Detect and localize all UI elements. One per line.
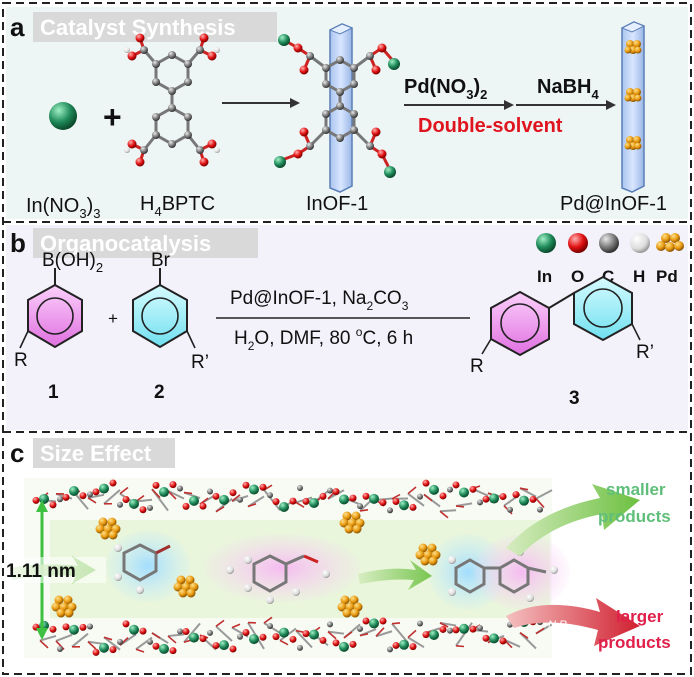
substrate2-r-prime-group: R’ [191, 352, 209, 373]
larger-products-arrow [506, 598, 640, 646]
in-atom-icon [49, 102, 77, 130]
boronic-acid-group: B(OH)2 [42, 250, 103, 275]
framework-walls [32, 479, 553, 656]
conditions-bottom: H2O, DMF, 80 oC, 6 h [234, 325, 413, 353]
aryl-bromide-structure [132, 268, 196, 349]
legend-h-atom-icon [630, 233, 650, 253]
transit-arrow [358, 560, 432, 590]
label-inof1: InOF-1 [306, 193, 368, 215]
panel-a-letter: a [10, 12, 25, 42]
label-h4bptc: H4BPTC [140, 193, 215, 219]
legend-label-pd: Pd [656, 267, 678, 286]
inof1-structure-icon [274, 23, 400, 193]
biphenyl-molecule-icon [454, 558, 547, 594]
h4bptc-atoms [124, 33, 220, 167]
pd-inof1-structure-icon [620, 21, 646, 193]
panel-a-title-tag [33, 12, 277, 42]
product-r-prime-group: R’ [636, 342, 654, 363]
smaller-products-label-line1: smaller [606, 480, 666, 499]
pd-cluster-icon [624, 40, 642, 54]
label-in-nitrate: In(NO3)3 [26, 195, 100, 221]
plus-sign-b: + [108, 309, 118, 328]
biphenyl-product-structure [481, 275, 641, 357]
panel-b-letter: b [10, 228, 26, 258]
substrate1-number: 1 [48, 382, 59, 403]
boronic-acid-in-pore-glow [204, 534, 360, 602]
bromo-group: Br [151, 250, 171, 271]
substrate1-r-group: R [14, 350, 28, 371]
smaller-products-arrow [506, 484, 640, 556]
pore-size-label: 1.11 nm [6, 561, 76, 582]
larger-products-label-line2: products [598, 633, 671, 652]
legend-pd-cluster-icon [656, 233, 684, 252]
panel-b-title-tag [33, 228, 258, 258]
legend-in-atom-icon [536, 233, 556, 253]
panel-c-title: Size Effect [40, 441, 152, 466]
method-double-solvent: Double-solvent [418, 115, 563, 137]
substrate2-number: 2 [154, 382, 165, 403]
conditions-top: Pd@InOF-1, Na2CO3 [230, 288, 409, 313]
label-pd-inof1: Pd@InOF-1 [560, 193, 667, 215]
reagent-nabh4: NaBH4 [537, 76, 599, 102]
legend-label-o: O [571, 267, 584, 286]
phenylboronic-molecule-icon [252, 554, 319, 593]
legend-label-h: H [633, 267, 645, 286]
larger-products-label-line1: larger [616, 607, 664, 626]
bromobenzene-molecule-icon [122, 543, 171, 582]
atom-legend [536, 233, 684, 253]
panel-c-title-tag [33, 438, 175, 468]
panel-b-background [6, 225, 688, 430]
legend-label-in: In [537, 267, 552, 286]
panel-c-letter: c [10, 438, 24, 468]
aryl-boronic-acid-structure [19, 268, 83, 349]
legend-o-atom-icon [568, 233, 588, 253]
no-reaction-label: N.R. [548, 619, 570, 631]
product-number: 3 [569, 388, 580, 409]
product-r-group: R [470, 356, 484, 377]
legend-c-atom-icon [599, 233, 619, 253]
pd-clusters-in-channel [51, 511, 441, 618]
hydrogen-atoms [114, 544, 558, 604]
smaller-products-label-line2: products [598, 507, 671, 526]
product-magenta-glow [474, 534, 570, 610]
panel-b-title: Organocatalysis [40, 231, 211, 256]
plus-sign-a: + [103, 99, 122, 135]
reagent-pd-nitrate: Pd(NO3)2 [404, 76, 487, 102]
